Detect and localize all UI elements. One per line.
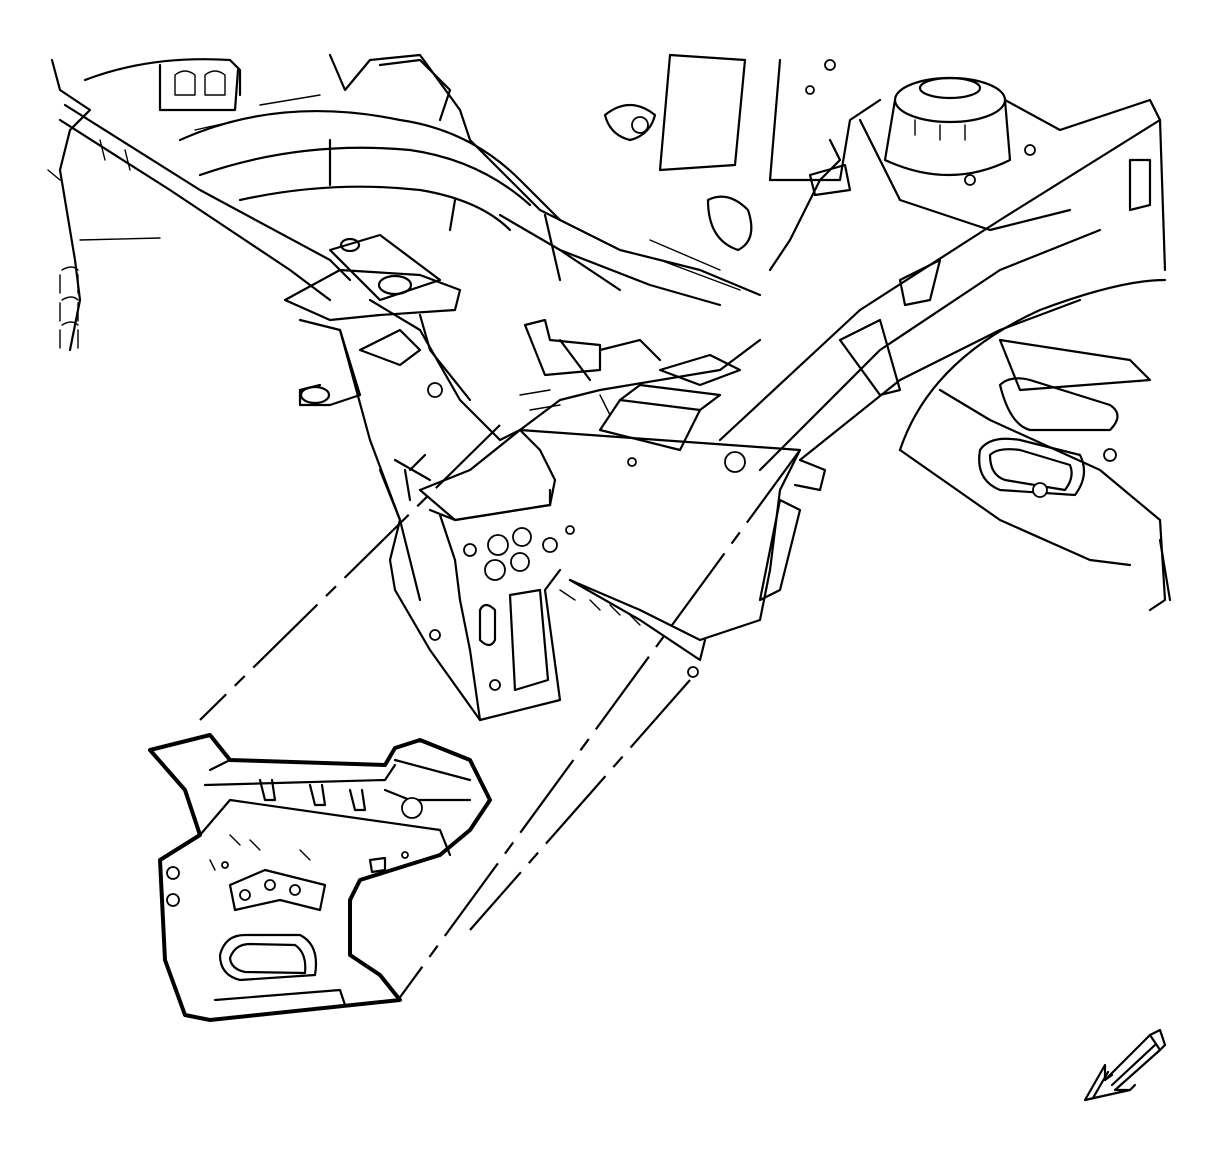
vehicle-body-structure: [47, 53, 1172, 722]
front-arrow-icon: [1083, 1028, 1167, 1102]
leader-lines: [199, 424, 801, 1001]
rail-extension-part: [148, 733, 492, 1022]
